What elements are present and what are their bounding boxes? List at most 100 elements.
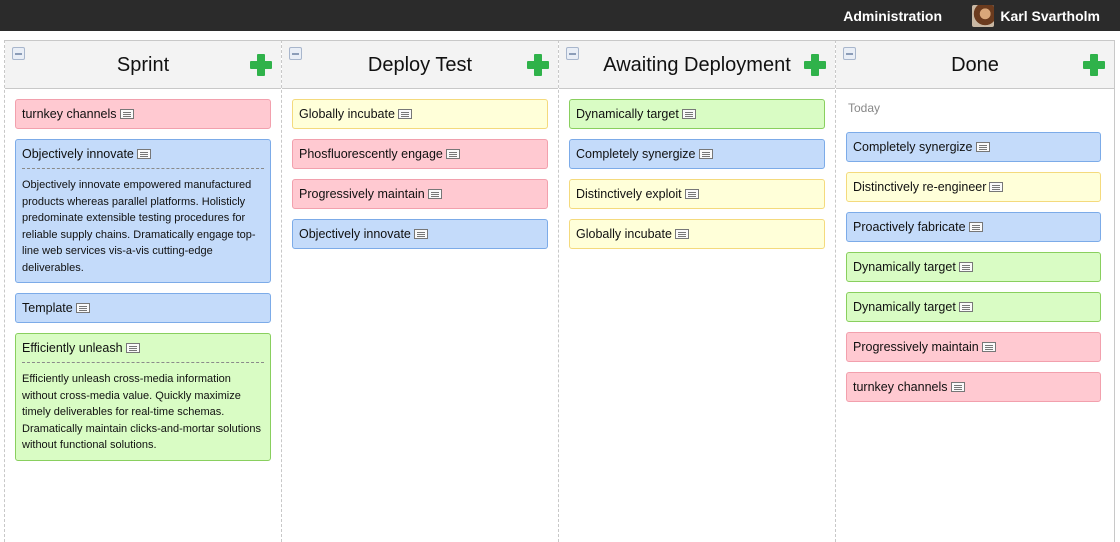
note-icon[interactable] [698, 149, 713, 159]
card[interactable]: Objectively innovate [292, 219, 548, 249]
card-header[interactable]: Dynamically target [847, 293, 1100, 321]
card-header[interactable]: Globally incubate [570, 220, 824, 248]
card[interactable]: turnkey channels [846, 372, 1101, 402]
card-header[interactable]: Progressively maintain [847, 333, 1100, 361]
card[interactable]: Template [15, 293, 271, 323]
card-header[interactable]: Phosfluorescently engage [293, 140, 547, 168]
add-card-icon[interactable] [527, 54, 549, 76]
card-title: Distinctively re-engineer [853, 180, 987, 194]
card-header[interactable]: Distinctively exploit [570, 180, 824, 208]
card-header[interactable]: Dynamically target [570, 100, 824, 128]
card-header[interactable]: Dynamically target [847, 253, 1100, 281]
card-header[interactable]: Progressively maintain [293, 180, 547, 208]
card-title: Template [22, 301, 73, 315]
avatar [972, 5, 995, 27]
card-title: turnkey channels [853, 380, 948, 394]
column-title: Awaiting Deployment [603, 54, 791, 76]
card[interactable]: Completely synergize [569, 139, 825, 169]
collapse-icon[interactable] [843, 47, 856, 60]
card[interactable]: Phosfluorescently engage [292, 139, 548, 169]
card-title: Progressively maintain [299, 187, 425, 201]
card-title: Completely synergize [576, 147, 696, 161]
column-header: Awaiting Deployment [559, 40, 835, 89]
note-icon[interactable] [958, 262, 973, 272]
card-title: Distinctively exploit [576, 187, 682, 201]
user-name: Karl Svartholm [1000, 8, 1100, 24]
card[interactable]: Progressively maintain [292, 179, 548, 209]
card-header[interactable]: Template [16, 294, 270, 322]
note-icon[interactable] [975, 142, 990, 152]
add-card-icon[interactable] [1083, 54, 1105, 76]
top-bar: Administration Karl Svartholm [0, 0, 1120, 31]
card[interactable]: Progressively maintain [846, 332, 1101, 362]
group-label-today: Today [848, 101, 881, 115]
column-header: Done [836, 40, 1114, 89]
card-header[interactable]: Efficiently unleash [16, 334, 270, 362]
card[interactable]: Completely synergize [846, 132, 1101, 162]
add-card-icon[interactable] [250, 54, 272, 76]
card[interactable]: turnkey channels [15, 99, 271, 129]
user-menu[interactable]: Karl Svartholm [972, 5, 1100, 27]
collapse-icon[interactable] [12, 47, 25, 60]
card[interactable]: Distinctively exploit [569, 179, 825, 209]
card[interactable]: Dynamically target [846, 252, 1101, 282]
collapse-icon[interactable] [566, 47, 579, 60]
card-title: Globally incubate [576, 227, 672, 241]
note-icon[interactable] [136, 149, 151, 159]
note-icon[interactable] [674, 229, 689, 239]
card-title: Efficiently unleash [22, 341, 123, 355]
note-icon[interactable] [427, 189, 442, 199]
column-title: Sprint [116, 54, 170, 76]
note-icon[interactable] [981, 342, 996, 352]
card[interactable]: Dynamically target [846, 292, 1101, 322]
card-title: Objectively innovate [22, 147, 134, 161]
note-icon[interactable] [968, 222, 983, 232]
note-icon[interactable] [950, 382, 965, 392]
note-icon[interactable] [445, 149, 460, 159]
note-icon[interactable] [989, 182, 1004, 192]
card-title: Completely synergize [853, 140, 973, 154]
note-icon[interactable] [684, 189, 699, 199]
card[interactable]: Dynamically target [569, 99, 825, 129]
card[interactable]: Distinctively re-engineer [846, 172, 1101, 202]
card-header[interactable]: Distinctively re-engineer [847, 173, 1100, 201]
card-header[interactable]: Objectively innovate [293, 220, 547, 248]
card[interactable]: Proactively fabricate [846, 212, 1101, 242]
card-title: Proactively fabricate [853, 220, 966, 234]
card-header[interactable]: Completely synergize [847, 133, 1100, 161]
note-icon[interactable] [413, 229, 428, 239]
card-header[interactable]: Objectively innovate [16, 140, 270, 168]
card-title: Globally incubate [299, 107, 395, 121]
card[interactable]: Globally incubate [292, 99, 548, 129]
note-icon[interactable] [397, 109, 412, 119]
administration-link[interactable]: Administration [843, 8, 942, 24]
column-header: Sprint [5, 40, 281, 89]
collapse-icon[interactable] [289, 47, 302, 60]
card[interactable]: Globally incubate [569, 219, 825, 249]
note-icon[interactable] [681, 109, 696, 119]
card-header[interactable]: turnkey channels [16, 100, 270, 128]
card-header[interactable]: Globally incubate [293, 100, 547, 128]
note-icon[interactable] [125, 343, 140, 353]
note-icon[interactable] [958, 302, 973, 312]
card-title: Progressively maintain [853, 340, 979, 354]
add-card-icon[interactable] [804, 54, 826, 76]
card-title: Dynamically target [853, 260, 956, 274]
note-icon[interactable] [75, 303, 90, 313]
card-description: Efficiently unleash cross-media informat… [22, 362, 264, 460]
card-header[interactable]: turnkey channels [847, 373, 1100, 401]
card-header[interactable]: Completely synergize [570, 140, 824, 168]
note-icon[interactable] [119, 109, 134, 119]
card-header[interactable]: Proactively fabricate [847, 213, 1100, 241]
